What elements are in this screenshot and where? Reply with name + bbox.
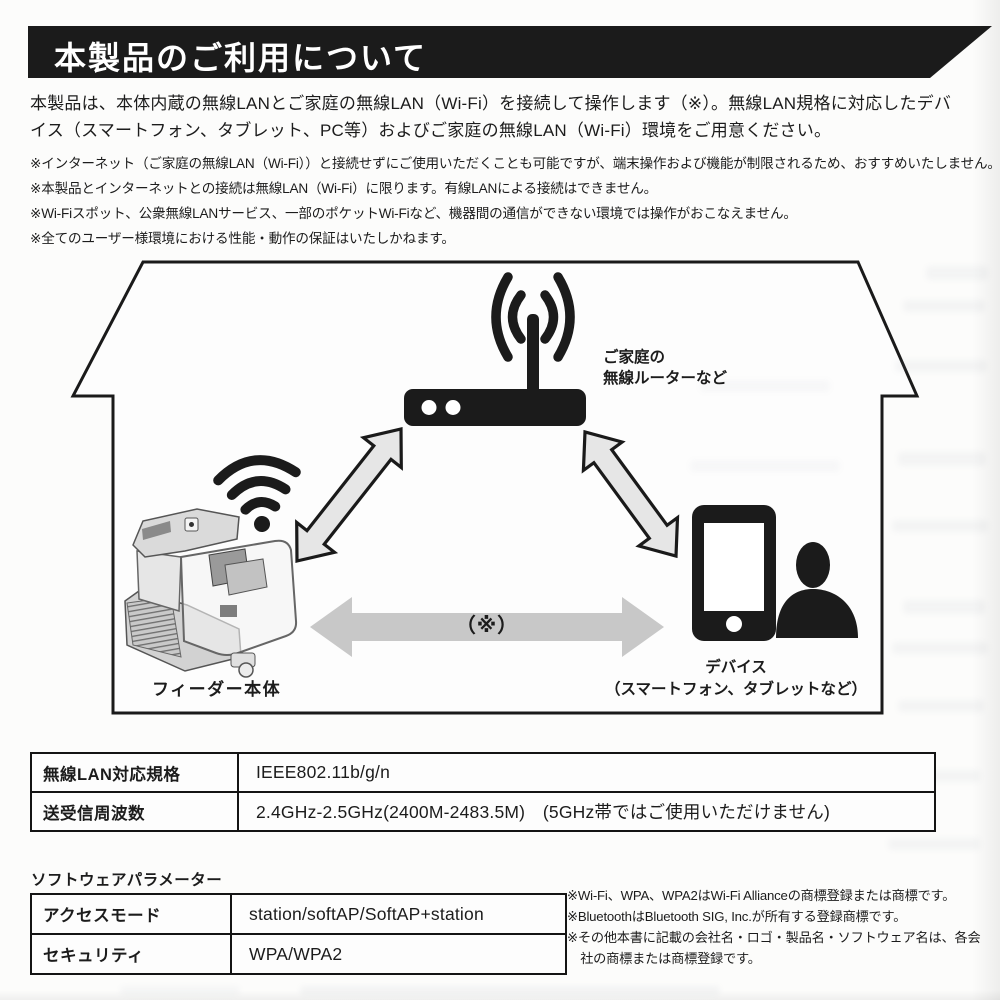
wifi-router-icon — [404, 272, 586, 426]
router-label: ご家庭の 無線ルーターなど — [603, 347, 727, 389]
arrow-note-label: （※） — [455, 615, 519, 637]
param-value-cell: station/softAP/SoftAP+station — [230, 893, 567, 935]
spec-value-cell: IEEE802.11b/g/n — [237, 752, 936, 793]
trademark-note: ※Wi-Fi、WPA、WPA2はWi-Fi Allianceの商標登録または商標… — [567, 888, 956, 903]
usage-note: ※本製品とインターネットとの接続は無線LAN（Wi-Fi）に限ります。有線LAN… — [30, 181, 658, 196]
router-antenna — [527, 314, 539, 398]
router-wifi-waves-icon — [491, 272, 575, 362]
usage-notes: ※インターネット（ご家庭の無線LAN（Wi-Fi））と接続せずにご使用いただくこ… — [30, 151, 1000, 251]
page-title: 本製品のご利用について — [54, 40, 428, 76]
usage-note: ※Wi-Fiスポット、公衆無線LANサービス、一部のポケットWi-Fiなど、機器… — [30, 206, 797, 221]
feeder-wheel — [238, 662, 254, 678]
software-params-heading: ソフトウェアパラメーター — [31, 872, 223, 889]
device-label-line1: デバイス — [705, 659, 767, 676]
param-label-cell: アクセスモード — [30, 893, 232, 935]
intro-paragraph: 本製品は、本体内蔵の無線LANとご家庭の無線LAN（Wi-Fi）を接続して操作し… — [30, 94, 952, 140]
router-label-line2: 無線ルーターなど — [603, 370, 728, 387]
usage-note: ※インターネット（ご家庭の無線LAN（Wi-Fi））と接続せずにご使用いただくこ… — [30, 156, 1000, 171]
usage-note: ※全てのユーザー様環境における性能・動作の保証はいたしかねます。 — [30, 231, 455, 246]
spec-label-cell: 送受信周波数 — [30, 791, 239, 832]
software-params-table: アクセスモード station/softAP/SoftAP+station セキ… — [30, 893, 567, 975]
trademark-note: ※BluetoothはBluetooth SIG, Inc.が所有する登録商標で… — [567, 909, 907, 924]
trademark-note: ※その他本書に記載の会社名・ロゴ・製品名・ソフトウェア名は、各会社の商標または商… — [567, 930, 981, 966]
device-label-line2: （スマートフォン、タブレットなど） — [604, 681, 868, 698]
table-row: アクセスモード station/softAP/SoftAP+station — [30, 893, 567, 935]
spec-label-cell: 無線LAN対応規格 — [30, 752, 239, 793]
param-value-cell: WPA/WPA2 — [230, 933, 567, 975]
feeder-label: フィーダー本体 — [152, 680, 282, 699]
table-row: 無線LAN対応規格 IEEE802.11b/g/n — [30, 752, 936, 793]
table-row: 送受信周波数 2.4GHz-2.5GHz(2400M-2483.5M) (5GH… — [30, 791, 936, 832]
feeder-illustration — [124, 508, 298, 678]
person-icon — [776, 542, 858, 638]
feeder-hopper — [179, 539, 298, 656]
feeder-wifi-icon — [213, 455, 301, 532]
router-led — [421, 400, 437, 415]
arrow-feeder-device — [310, 597, 664, 657]
smartphone-icon — [692, 505, 776, 641]
spec-value-cell: 2.4GHz-2.5GHz(2400M-2483.5M) (5GHz帯ではご使用… — [237, 791, 936, 832]
router-led — [445, 400, 461, 415]
param-label-cell: セキュリティ — [30, 933, 232, 975]
feeder-head — [132, 508, 240, 558]
router-label-line1: ご家庭の — [603, 349, 666, 366]
wireless-spec-table: 無線LAN対応規格 IEEE802.11b/g/n 送受信周波数 2.4GHz-… — [30, 752, 936, 832]
trademark-notes: ※Wi-Fi、WPA、WPA2はWi-Fi Allianceの商標登録または商標… — [567, 885, 991, 969]
device-label: デバイス （スマートフォン、タブレットなど） — [555, 657, 917, 701]
table-row: セキュリティ WPA/WPA2 — [30, 933, 567, 975]
router-body — [404, 389, 586, 426]
arrow-router-device — [581, 429, 680, 559]
arrow-feeder-router — [295, 426, 403, 564]
header-bar — [28, 26, 992, 78]
